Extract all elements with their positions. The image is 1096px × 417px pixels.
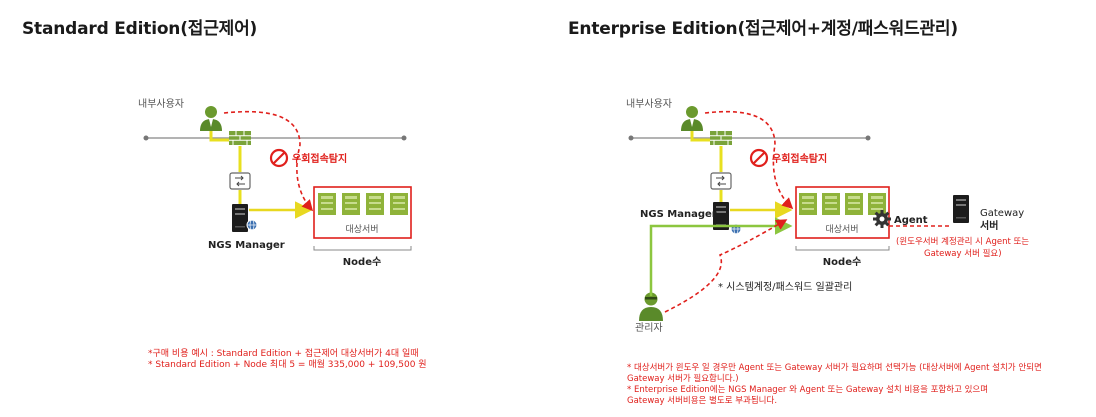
enterprise-note-line: Gateway 서버가 필요합니다.) [627,374,739,384]
enterprise-bypass-label: 우회접속탐지 [772,152,827,165]
enterprise-internal-user-label: 내부사용자 [626,98,672,110]
standard-firewall-icon [228,130,252,146]
enterprise-node-count-label: Node수 [823,256,861,268]
standard-globe-icon [246,219,258,231]
gateway-server-label-line1: Gateway [980,208,1024,219]
standard-manager-label: NGS Manager [208,240,285,251]
enterprise-target-server-label: 대상서버 [825,224,858,235]
gateway-note-line2: Gateway 서버 필요) [924,248,1002,259]
gateway-server-icon [953,195,969,223]
enterprise-edition-title: Enterprise Edition(접근제어+계정/패스워드관리) [568,19,958,39]
admin-account-mgmt-path [664,219,788,313]
admin-label: 관리자 [635,322,663,334]
standard-user-icon [200,106,222,131]
enterprise-notes: * 대상서버가 윈도우 일 경우만 Agent 또는 Gateway 서버가 필… [627,363,1042,407]
admin-icon [639,292,663,321]
standard-no-entry-icon [269,148,289,168]
standard-note-line: *구매 비용 예시 : Standard Edition + 접근제어 대상서버… [148,349,419,359]
enterprise-node-bracket [795,246,890,251]
enterprise-firewall-icon [709,130,733,146]
gateway-note-line1: (윈도우서버 계정관리 시 Agent 또는 [896,236,1029,247]
standard-bypass-label: 우회접속탐지 [292,152,347,165]
enterprise-no-entry-icon [749,148,769,168]
agent-label: Agent [894,215,928,226]
standard-note-line: * Standard Edition + Node 최대 5 = 매월 335,… [148,360,427,370]
admin-to-target-link [649,217,793,296]
enterprise-note-line: * 대상서버가 윈도우 일 경우만 Agent 또는 Gateway 서버가 필… [627,363,1042,373]
standard-bypass-path [223,110,314,212]
gateway-server-label-line2: 서버 [980,219,998,232]
standard-manager-server-icon [232,204,248,232]
standard-node-bracket [313,246,412,251]
standard-switch-icon [229,172,251,190]
agent-gear-icon [873,210,891,228]
enterprise-note-line: Gateway 서버비용은 별도로 부과됩니다. [627,396,778,406]
enterprise-network-line [628,135,871,141]
standard-internal-user-label: 내부사용자 [138,98,184,110]
standard-node-count-label: Node수 [343,256,381,268]
enterprise-bypass-path [704,110,794,210]
standard-network-line [143,135,407,141]
standard-notes: *구매 비용 예시 : Standard Edition + 접근제어 대상서버… [148,349,427,371]
standard-target-server-group [313,186,412,239]
account-mgmt-label: * 시스템계정/패스워드 일괄관리 [718,280,852,293]
enterprise-manager-label: NGS Manager [640,209,717,220]
standard-target-server-label: 대상서버 [345,224,378,235]
enterprise-target-server-group [795,186,890,239]
enterprise-switch-icon [710,172,732,190]
standard-edition-title: Standard Edition(접근제어) [22,19,258,39]
enterprise-note-line: * Enterprise Edition에는 NGS Manager 와 Age… [627,385,989,395]
enterprise-user-icon [681,106,703,131]
